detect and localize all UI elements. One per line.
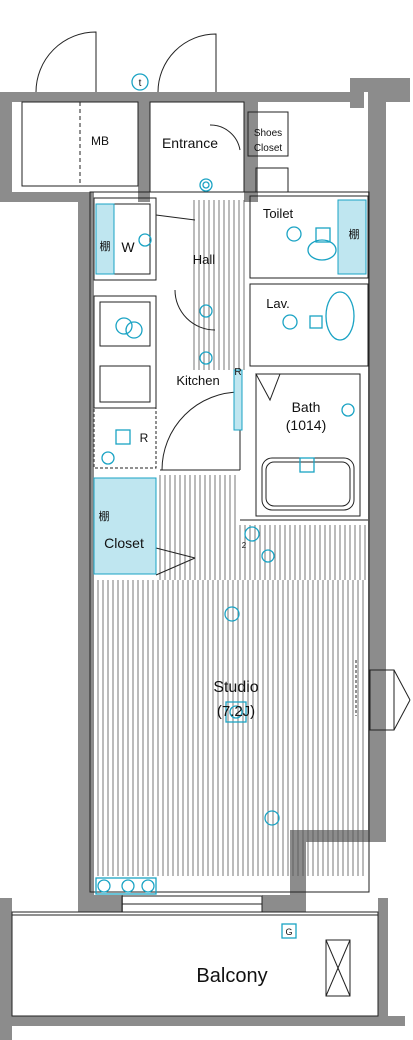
entrance-label: Entrance [162, 135, 218, 151]
fridge-hall-label: R [234, 367, 241, 378]
interior-walls [21, 101, 370, 893]
balcony-label: Balcony [196, 965, 267, 987]
hall-flooring [193, 200, 245, 370]
toilet-shelf-label: 棚 [349, 227, 360, 241]
shoes-closet-label-1: Shoes [254, 128, 282, 139]
telephone-marker: t [139, 78, 142, 89]
studio-label-2: (7.2J) [217, 703, 255, 720]
bath-label-1: Bath [292, 399, 321, 415]
studio-flooring [97, 475, 366, 876]
closet-shelf-label: 棚 [99, 509, 110, 523]
wash-label: W [121, 239, 135, 255]
fixtures [93, 73, 367, 939]
toilet-label: Toilet [263, 206, 294, 221]
closet-label: Closet [104, 535, 144, 551]
hall-label: Hall [193, 252, 216, 267]
fridge-label: R [140, 431, 149, 445]
lav-label: Lav. [266, 296, 290, 311]
doors [35, 31, 281, 576]
room-labels: MB Entrance Shoes Closet Toilet 棚 W 棚 Ha… [91, 78, 360, 987]
outlet-number: 2 [242, 541, 247, 550]
studio-label-1: Studio [213, 679, 258, 696]
shoes-closet-label-2: Closet [254, 143, 283, 154]
gas-marker: G [285, 927, 292, 937]
kitchen-label: Kitchen [176, 373, 219, 388]
balcony-area [11, 911, 379, 1017]
windows [121, 660, 411, 913]
mb-label: MB [91, 134, 109, 148]
wash-shelf-label: 棚 [100, 239, 111, 253]
bath-label-2: (1014) [286, 417, 326, 433]
